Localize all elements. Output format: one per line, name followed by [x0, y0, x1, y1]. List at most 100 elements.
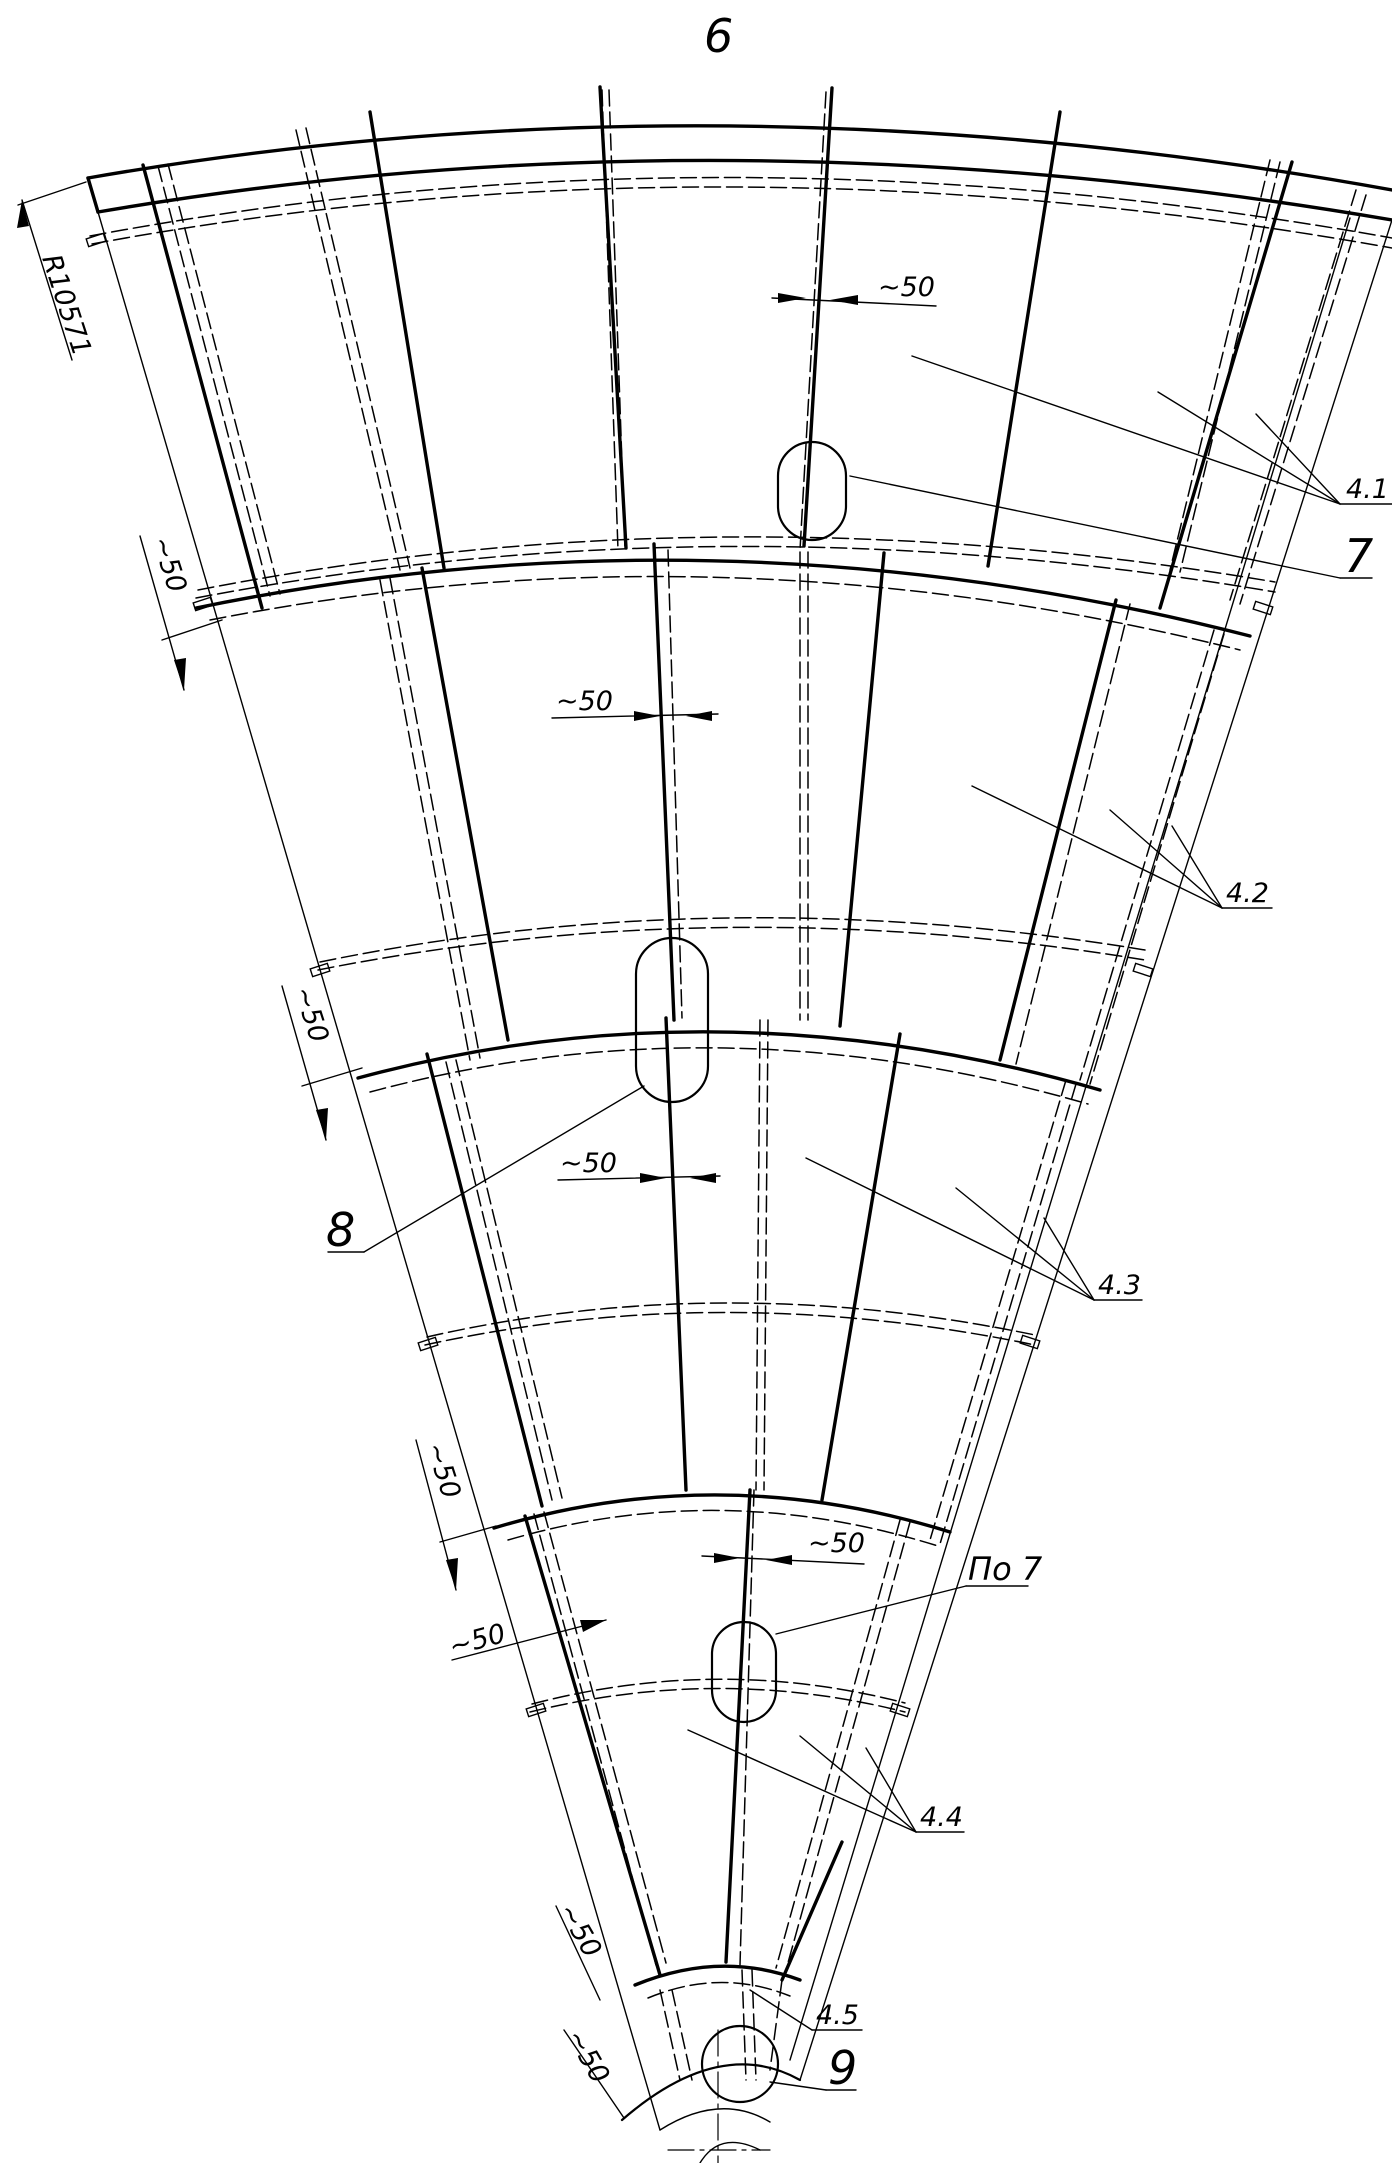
rib-r3-1a: [445, 1061, 553, 1501]
rib-r1-3b: [608, 89, 626, 551]
seam-gap-dim-3: [557, 1175, 721, 1181]
hub-9-circle: [700, 2024, 780, 2104]
outer-rim-arc: [86, 124, 1392, 192]
sector-edges: [97, 211, 1392, 2131]
seam-gap-dim-1-arrow-a: [778, 293, 806, 303]
seam-gap-dim-1-arrow-b: [830, 295, 858, 305]
leader-4-3-c: [1043, 1217, 1095, 1301]
radial-ribs: [157, 89, 1367, 2081]
end-cap-2: [192, 596, 214, 612]
callout-4-5: 4.5: [816, 2000, 859, 2031]
seam-r4-3: [780, 1840, 844, 1982]
seam-r3-3: [820, 1032, 902, 1502]
rib-r1-4a: [799, 91, 827, 551]
rib-r2-1a: [379, 579, 471, 1061]
gap-dim-text-4: ~50: [446, 1618, 509, 1663]
manhole-8-outline: [634, 936, 710, 1104]
callout-9: 9: [828, 2041, 857, 2095]
ring-boundary-2-dashed: [369, 1047, 1089, 1105]
leader-4-4-a: [687, 1729, 917, 1833]
rib-r1-6a: [1229, 189, 1357, 601]
dimensions: [17, 181, 937, 2119]
seam-gap-dim-4-arrow-b: [766, 1555, 792, 1565]
rib-r1-3a: [601, 89, 619, 551]
leader-9: [769, 2081, 827, 2091]
rib-r2-2a: [667, 549, 683, 1019]
stiffener-arc-3b: [319, 917, 1146, 963]
stiffener-arc-4b: [426, 1302, 1036, 1338]
rib-r2-5b: [1089, 633, 1225, 1085]
seam-r1-2: [368, 110, 446, 570]
rib-r2-1b: [389, 577, 481, 1059]
seam-r2-4: [998, 598, 1118, 1062]
seam-gap-dim-2-arrow-b: [686, 711, 712, 721]
rib-r3-2b: [763, 1019, 769, 1491]
leader-4-1-a: [911, 355, 1341, 505]
rib-r4-3a: [775, 1519, 901, 1969]
ring-boundary-4: [633, 1964, 802, 1987]
seam-r2-1: [420, 566, 510, 1042]
callout-7: 7: [1344, 529, 1373, 583]
ring-boundary-2: [356, 1030, 1102, 1092]
gap-dim-3-arrow: [446, 1558, 458, 1590]
radius-dim-ext: [17, 181, 87, 206]
seam-r1-1: [141, 163, 264, 610]
sheet-label: 6: [704, 9, 733, 63]
ring-boundary-3: [492, 1493, 952, 1534]
gap-dim-4-line: [451, 1619, 607, 1661]
end-cap-6: [417, 1336, 439, 1352]
gap-dim-3-ext: [439, 1525, 497, 1543]
ring-boundary-1: [194, 558, 1252, 638]
rib-r5-2b: [751, 1969, 757, 2081]
openings: [634, 440, 848, 2163]
rib-r1-5a: [1169, 159, 1271, 571]
seam-r2-2: [652, 542, 676, 1022]
hatch-7-copy-outline: [710, 1620, 778, 1724]
stiffener-end-caps: [85, 232, 1274, 1718]
stiffener-arcs: [89, 176, 1392, 1713]
seam-gap-dim-2-arrow-a: [634, 711, 660, 721]
rib-r4-1b: [543, 1511, 667, 1964]
rib-r3-1b: [455, 1059, 563, 1499]
seam-gap-text-4: ~50: [808, 1528, 865, 1559]
end-cap-1: [85, 232, 107, 248]
seam-gap-dim-3-arrow-b: [690, 1173, 716, 1183]
callout-4-1: 4.1: [1346, 474, 1389, 505]
seam-gap-dim-3-arrow-a: [640, 1173, 666, 1183]
leader-4-2-c: [1171, 825, 1223, 909]
seam-r4-2: [724, 1488, 752, 1964]
right-sector-edge-2: [789, 217, 1351, 2061]
seam-r3-2: [664, 1016, 688, 1492]
callout-4-4: 4.4: [920, 1802, 963, 1833]
seam-r3-1: [425, 1052, 544, 1508]
end-cap-8: [525, 1702, 547, 1718]
gap-dim-2-ext: [301, 1067, 363, 1087]
gap-dim-text-1: ~50: [145, 533, 192, 597]
rib-r1-2a: [295, 129, 401, 571]
left-sector-edge: [97, 211, 661, 2131]
seam-gap-text-2: ~50: [556, 686, 613, 717]
rib-r1-5b: [1179, 161, 1281, 573]
rib-r4-3b: [785, 1521, 911, 1971]
radial-seams: [141, 85, 1294, 1982]
rib-r3-3a: [929, 1079, 1067, 1541]
rib-r5-3a: [769, 1979, 783, 2071]
gap-dim-6-line: [563, 2029, 625, 2119]
rib-r5-2a: [741, 1969, 747, 2081]
leader-7: [849, 475, 1341, 579]
radius-dim-arrow: [17, 200, 29, 228]
rib-r2-5a: [1079, 629, 1215, 1081]
hub-arc-outer: [620, 2063, 802, 2122]
gap-dim-text-2: ~50: [287, 983, 334, 1047]
leader-8: [363, 1085, 645, 1253]
seam-gap-dim-4-arrow-a: [714, 1553, 740, 1563]
leader-4-1-c: [1255, 413, 1341, 505]
hub-arc-inner: [659, 2108, 771, 2131]
rib-r2-4a: [1015, 603, 1131, 1065]
leader-4-3-b: [955, 1187, 1095, 1301]
hatch-7-outline: [776, 440, 848, 542]
stiffener-arc-1b: [91, 186, 1392, 249]
leader-4-3-a: [805, 1157, 1095, 1301]
